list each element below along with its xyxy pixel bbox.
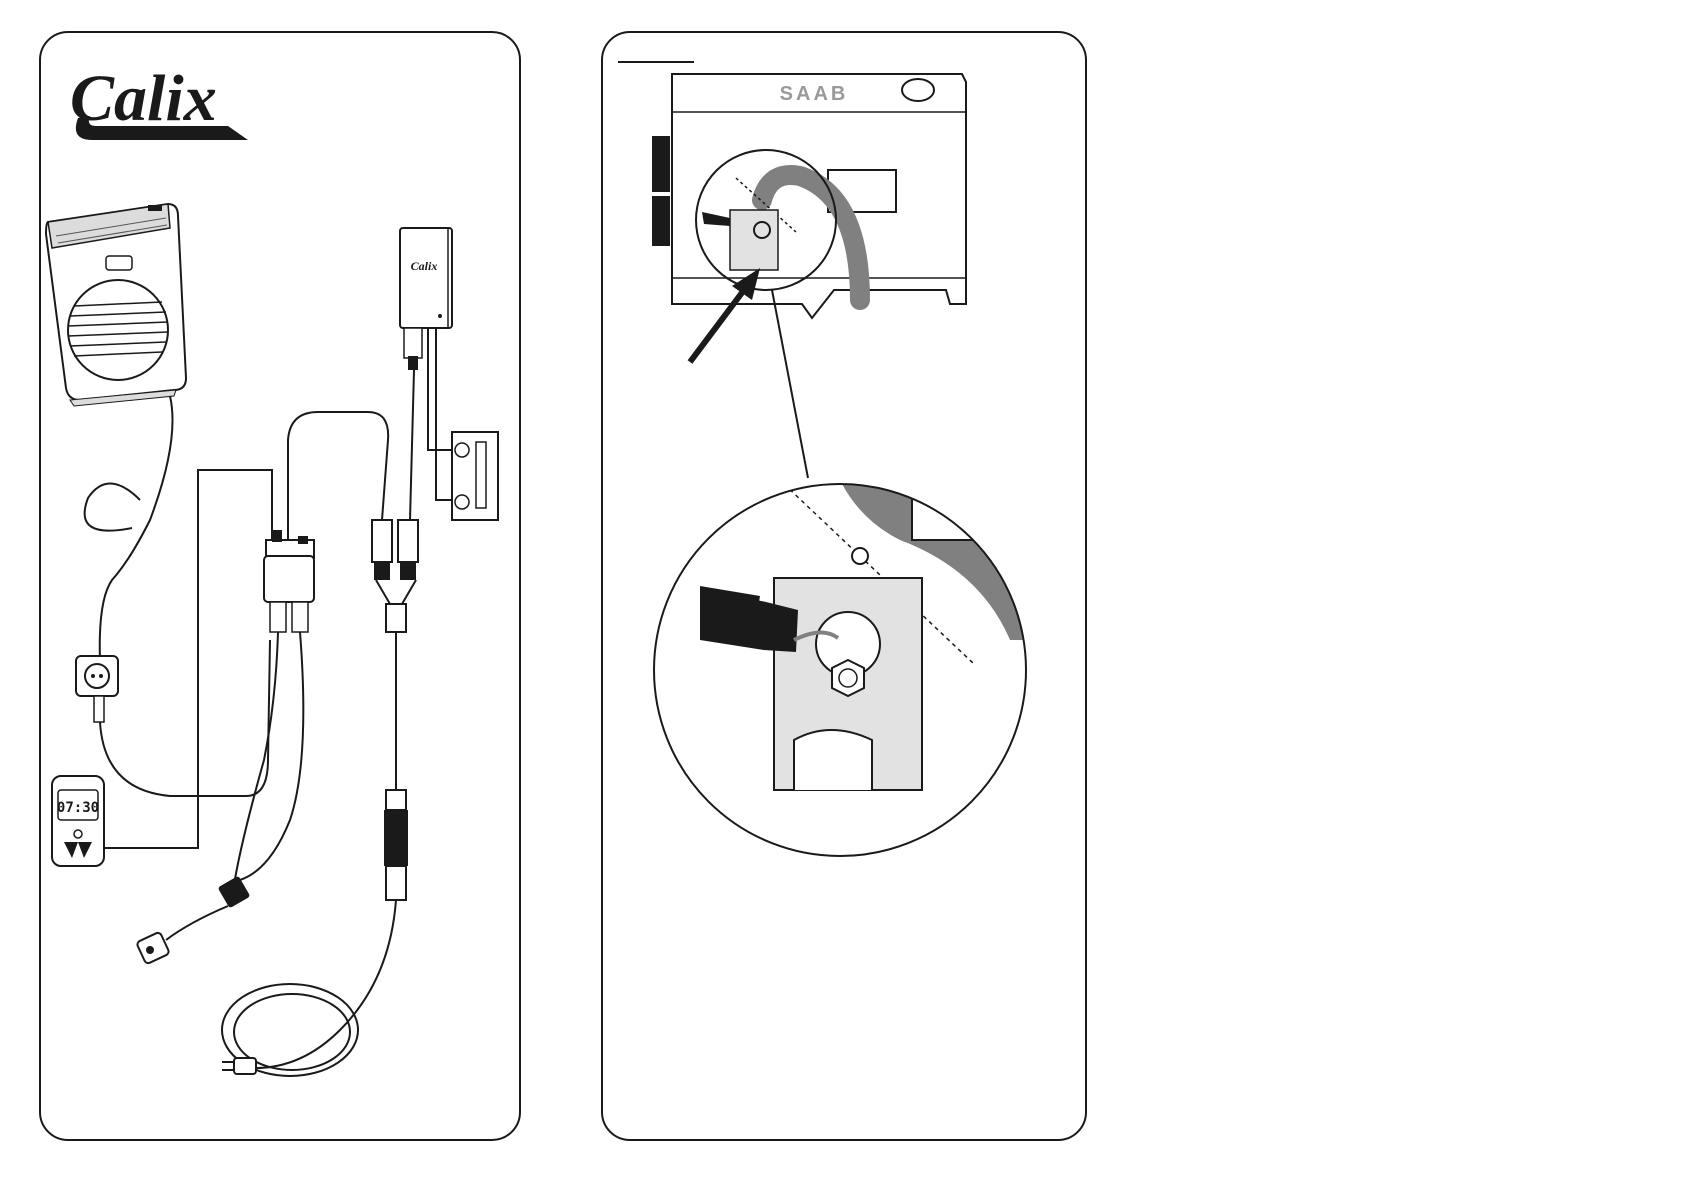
- timer-remote-icon: 07:30: [52, 776, 104, 866]
- charger-cable: [410, 370, 414, 520]
- zoom-leader-line: [772, 290, 808, 478]
- socket-outlet-icon: [76, 656, 118, 722]
- charger-logo: Calix: [411, 259, 438, 273]
- control-box-icon: [264, 530, 314, 632]
- left-panel: Calix: [40, 32, 520, 1140]
- mains-plug-icon: [222, 1058, 256, 1074]
- coiled-cord: [222, 900, 396, 1076]
- engine-block-icon: SAAB: [652, 74, 966, 318]
- battery-wires: [428, 328, 452, 500]
- charger-box-icon: Calix: [400, 228, 452, 370]
- right-panel: SAAB: [602, 32, 1086, 1140]
- battery-terminal-icon: [452, 432, 498, 520]
- logo-text: Calix: [70, 62, 217, 135]
- timer-wire: [104, 470, 272, 848]
- heater-cable: [85, 396, 173, 660]
- y-splitter-icon: [372, 520, 418, 632]
- power-plug-icon: [136, 876, 250, 965]
- detail-circle-large: [654, 470, 1030, 856]
- calix-logo: Calix: [70, 62, 248, 140]
- fan-heater-icon: [46, 204, 186, 406]
- engine-connector-icon: [384, 790, 408, 900]
- engine-brand: SAAB: [780, 83, 849, 105]
- timer-display: 07:30: [57, 800, 99, 816]
- socket-cable: [100, 640, 270, 796]
